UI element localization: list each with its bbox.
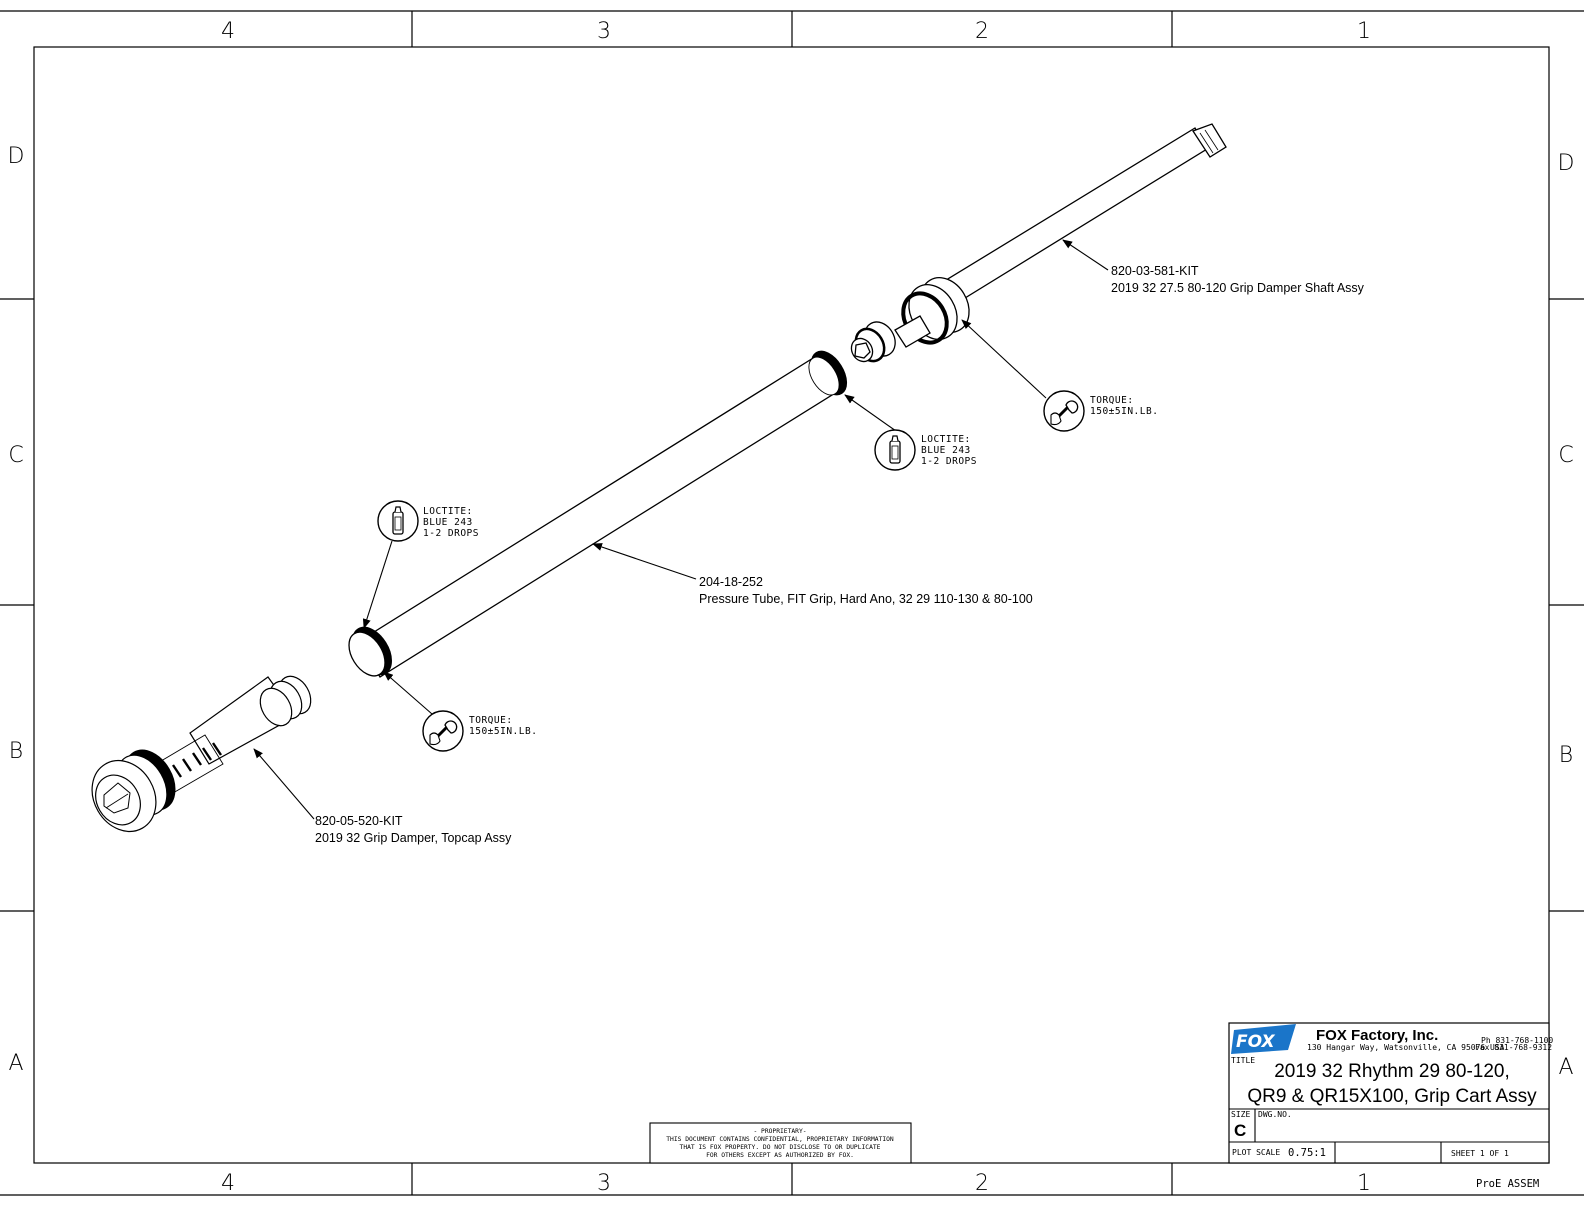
sheet-number: SHEET 1 OF 1	[1451, 1149, 1509, 1158]
drawing-title-line2: QR9 & QR15X100, Grip Cart Assy	[1247, 1086, 1537, 1107]
leader-lines	[253, 239, 1109, 820]
size-label: SIZE	[1231, 1110, 1250, 1119]
proprietary-line3: THAT IS FOX PROPERTY. DO NOT DISCLOSE TO…	[680, 1144, 881, 1151]
title-label: TITLE	[1231, 1056, 1255, 1065]
zone-col-bottom-3: 3	[597, 1171, 611, 1196]
company-address: 130 Hangar Way, Watsonville, CA 95076 US…	[1307, 1043, 1505, 1052]
company-fax: Fax 831-768-9312	[1475, 1043, 1552, 1052]
torque-note-left-line1: TORQUE:	[469, 715, 513, 726]
zone-col-top-4: 4	[221, 19, 235, 44]
loctite-tube-icon	[874, 429, 916, 471]
title-block: FOX FOX Factory, Inc. 130 Hangar Way, Wa…	[1228, 1022, 1553, 1190]
proprietary-notice: - PROPRIETARY- THIS DOCUMENT CONTAINS CO…	[649, 1122, 912, 1164]
callout-damper-description: 2019 32 Grip Damper, Topcap Assy	[315, 831, 512, 845]
loctite-tube-icon	[377, 500, 419, 542]
callout-tube-part-number: 204-18-252	[699, 575, 763, 589]
zone-row-left-a: A	[8, 1051, 23, 1076]
callout-tube-description: Pressure Tube, FIT Grip, Hard Ano, 32 29…	[699, 592, 1033, 606]
grip-damper-part	[91, 675, 312, 832]
fox-logo-text: FOX	[1236, 1032, 1275, 1052]
zone-row-right-a: A	[1558, 1055, 1573, 1080]
callout-shaft: 820-03-581-KIT 2019 32 27.5 80-120 Grip …	[1111, 264, 1365, 295]
proprietary-line4: FOR OTHERS EXCEPT AS AUTHORIZED BY FOX.	[706, 1152, 854, 1159]
zone-col-top-3: 3	[597, 19, 611, 44]
torque-note-left: TORQUE: 150±5IN.LB.	[421, 709, 537, 753]
proprietary-line2: THIS DOCUMENT CONTAINS CONFIDENTIAL, PRO…	[666, 1136, 894, 1143]
damper-shaft-part	[850, 123, 1227, 363]
zone-row-left-b: B	[9, 739, 23, 764]
loctite-note-top-line1: LOCTITE:	[921, 434, 971, 445]
company-phone: Ph 831-768-1100	[1481, 1036, 1553, 1045]
loctite-note-left: LOCTITE: BLUE 243 1-2 DROPS	[377, 500, 479, 542]
torque-wrench-icon	[1042, 389, 1086, 433]
torque-note-top-line1: TORQUE:	[1090, 395, 1134, 406]
plot-scale-label: PLOT SCALE	[1232, 1148, 1280, 1157]
company-name: FOX Factory, Inc.	[1316, 1027, 1438, 1044]
proprietary-line1: - PROPRIETARY-	[753, 1128, 806, 1135]
callout-shaft-part-number: 820-03-581-KIT	[1111, 264, 1199, 278]
zone-row-left-d: D	[8, 144, 25, 169]
size-value: C	[1234, 1121, 1246, 1140]
fox-logo: FOX	[1231, 1024, 1296, 1054]
zone-row-right-c: C	[1558, 443, 1573, 468]
plot-scale-value: 0.75:1	[1288, 1147, 1326, 1159]
zone-labels: 4 3 2 1 4 3 2 1 D C B A D C B A	[8, 19, 1575, 1196]
zone-col-bottom-1: 1	[1357, 1171, 1371, 1196]
dwg-number-label: DWG.NO.	[1258, 1110, 1292, 1119]
torque-note-top: TORQUE: 150±5IN.LB.	[1042, 389, 1158, 433]
zone-row-right-d: D	[1558, 151, 1575, 176]
loctite-note-left-line2: BLUE 243	[423, 517, 473, 528]
torque-wrench-icon	[421, 709, 465, 753]
loctite-note-top: LOCTITE: BLUE 243 1-2 DROPS	[874, 429, 977, 471]
loctite-note-top-line3: 1-2 DROPS	[921, 456, 977, 467]
pressure-tube-part	[348, 350, 848, 678]
loctite-note-left-line3: 1-2 DROPS	[423, 528, 479, 539]
zone-row-left-c: C	[8, 443, 23, 468]
callout-damper-part-number: 820-05-520-KIT	[315, 814, 403, 828]
torque-note-left-line2: 150±5IN.LB.	[469, 726, 537, 737]
loctite-note-top-line2: BLUE 243	[921, 445, 971, 456]
zone-col-bottom-2: 2	[975, 1171, 989, 1196]
zone-row-right-b: B	[1559, 743, 1573, 768]
zone-col-bottom-4: 4	[221, 1171, 235, 1196]
proe-assem-label: ProE ASSEM	[1476, 1178, 1539, 1190]
zone-col-top-2: 2	[975, 19, 989, 44]
loctite-note-left-line1: LOCTITE:	[423, 506, 473, 517]
zone-col-top-1: 1	[1357, 19, 1371, 44]
callout-shaft-description: 2019 32 27.5 80-120 Grip Damper Shaft As…	[1111, 281, 1365, 295]
drawing-title-line1: 2019 32 Rhythm 29 80-120,	[1274, 1061, 1510, 1082]
callout-tube: 204-18-252 Pressure Tube, FIT Grip, Hard…	[699, 575, 1033, 606]
callout-damper: 820-05-520-KIT 2019 32 Grip Damper, Topc…	[315, 814, 512, 845]
torque-note-top-line2: 150±5IN.LB.	[1090, 406, 1158, 417]
